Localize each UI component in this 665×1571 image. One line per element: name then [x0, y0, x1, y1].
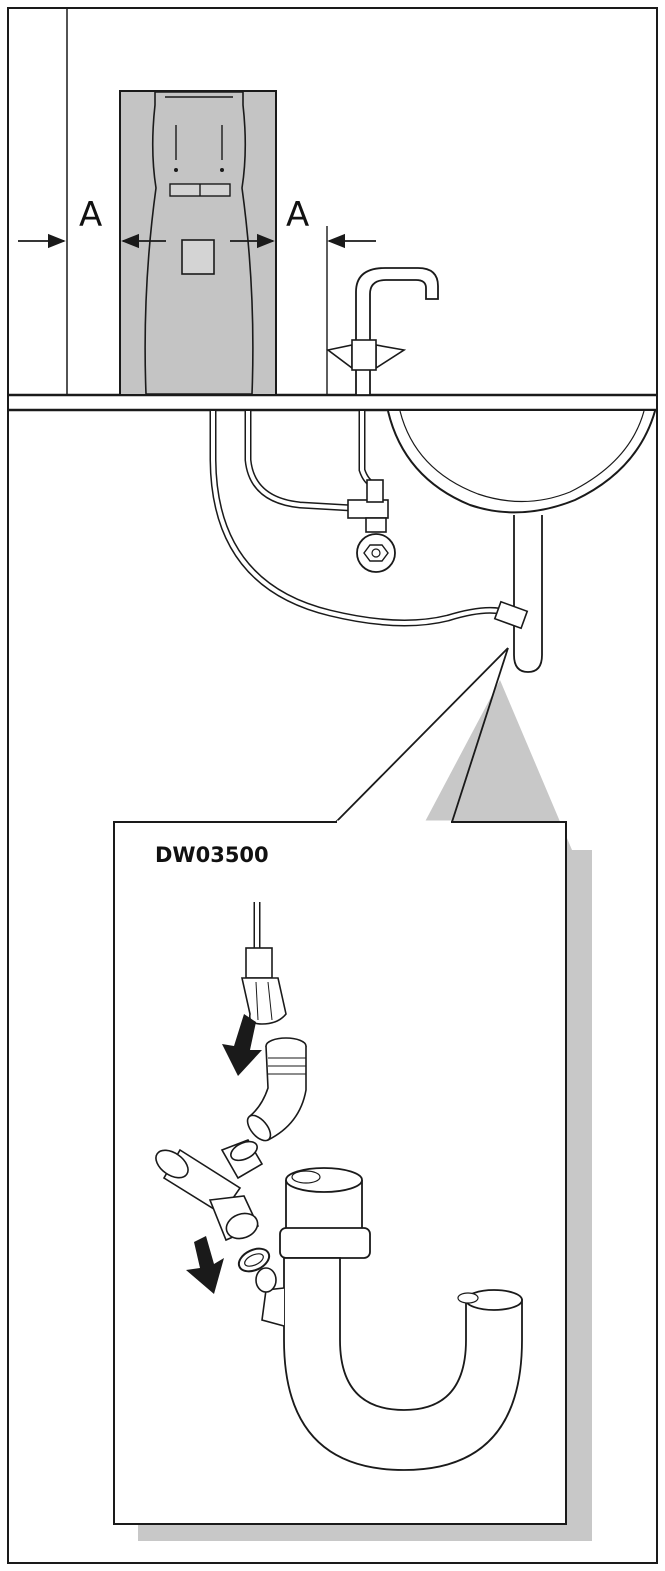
drain-tube: [209, 411, 529, 630]
washer-ring: [237, 1247, 271, 1273]
dispenser-unit: [119, 90, 277, 396]
clearance-dimension-left: A: [18, 195, 166, 249]
callout-pointer: [335, 647, 509, 823]
tee-fitting: [155, 1139, 264, 1242]
clearance-dimension-right: A: [230, 195, 376, 395]
p-trap-pipe: [255, 1167, 523, 1471]
supply-line: [244, 411, 396, 573]
dispenser-nozzle: [181, 239, 215, 275]
elbow-fitting: [246, 1037, 307, 1142]
sink-basin: [387, 410, 656, 673]
drain-connector: [493, 600, 529, 630]
clearance-label-right: A: [286, 195, 309, 235]
part-code-label: DW03500: [155, 843, 269, 867]
clearance-label-left: A: [79, 195, 102, 235]
outer-frame: [7, 7, 658, 1564]
down-arrow-icon: [186, 1236, 224, 1294]
countertop: [8, 393, 657, 412]
tube-nut-part: [241, 902, 287, 1025]
faucet: [326, 267, 439, 396]
down-arrow-icon: [222, 1014, 262, 1076]
